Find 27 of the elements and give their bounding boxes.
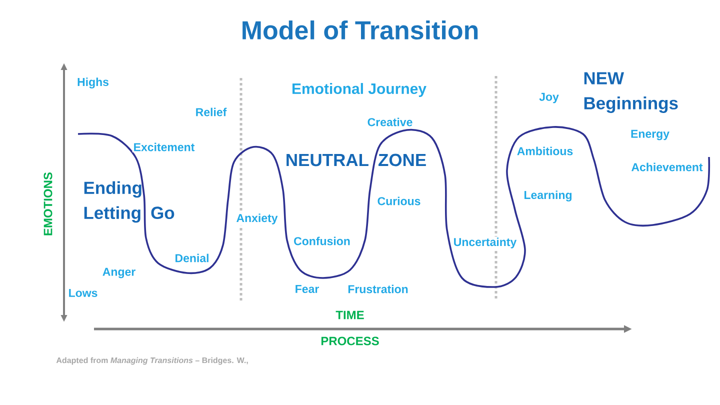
stage-label: Ending Letting Go: [84, 181, 174, 223]
emotion-label: Excitement: [132, 142, 196, 152]
emotion-label: Fear: [294, 284, 320, 294]
emotion-label: Lows: [67, 288, 99, 298]
heading: Emotional Journey: [292, 83, 426, 97]
emotion-label: Energy: [630, 128, 670, 142]
emotion-label: Creative: [366, 116, 414, 128]
axis-label: PROCESS: [321, 336, 379, 346]
emotion-label: Curious: [376, 196, 422, 206]
stage-label: NEUTRAL ZONE: [286, 154, 426, 166]
emotion-label: Ambitious: [516, 146, 574, 156]
emotion-label: Uncertainty: [452, 236, 518, 250]
source-note: Adapted from Managing Transitions – Bridges. W.,: [56, 357, 248, 365]
emotion-label: Frustration: [346, 284, 410, 294]
emotion-label: Highs: [76, 76, 110, 90]
emotion-label: Relief: [194, 106, 228, 118]
emotion-label: Anger: [101, 266, 137, 280]
emotion-label: Learning: [522, 190, 574, 202]
axis-label: EMOTIONS: [44, 172, 52, 236]
emotion-label: Joy: [538, 92, 560, 104]
emotion-label: Achievement: [630, 162, 704, 172]
emotion-label: Confusion: [292, 236, 352, 246]
emotion-label: Anxiety: [235, 212, 279, 226]
emotion-label: Denial: [174, 252, 210, 264]
stage-label: NEW Beginnings: [584, 72, 678, 113]
title: Model of Transition: [242, 20, 478, 40]
axis-label: TIME: [336, 310, 364, 320]
